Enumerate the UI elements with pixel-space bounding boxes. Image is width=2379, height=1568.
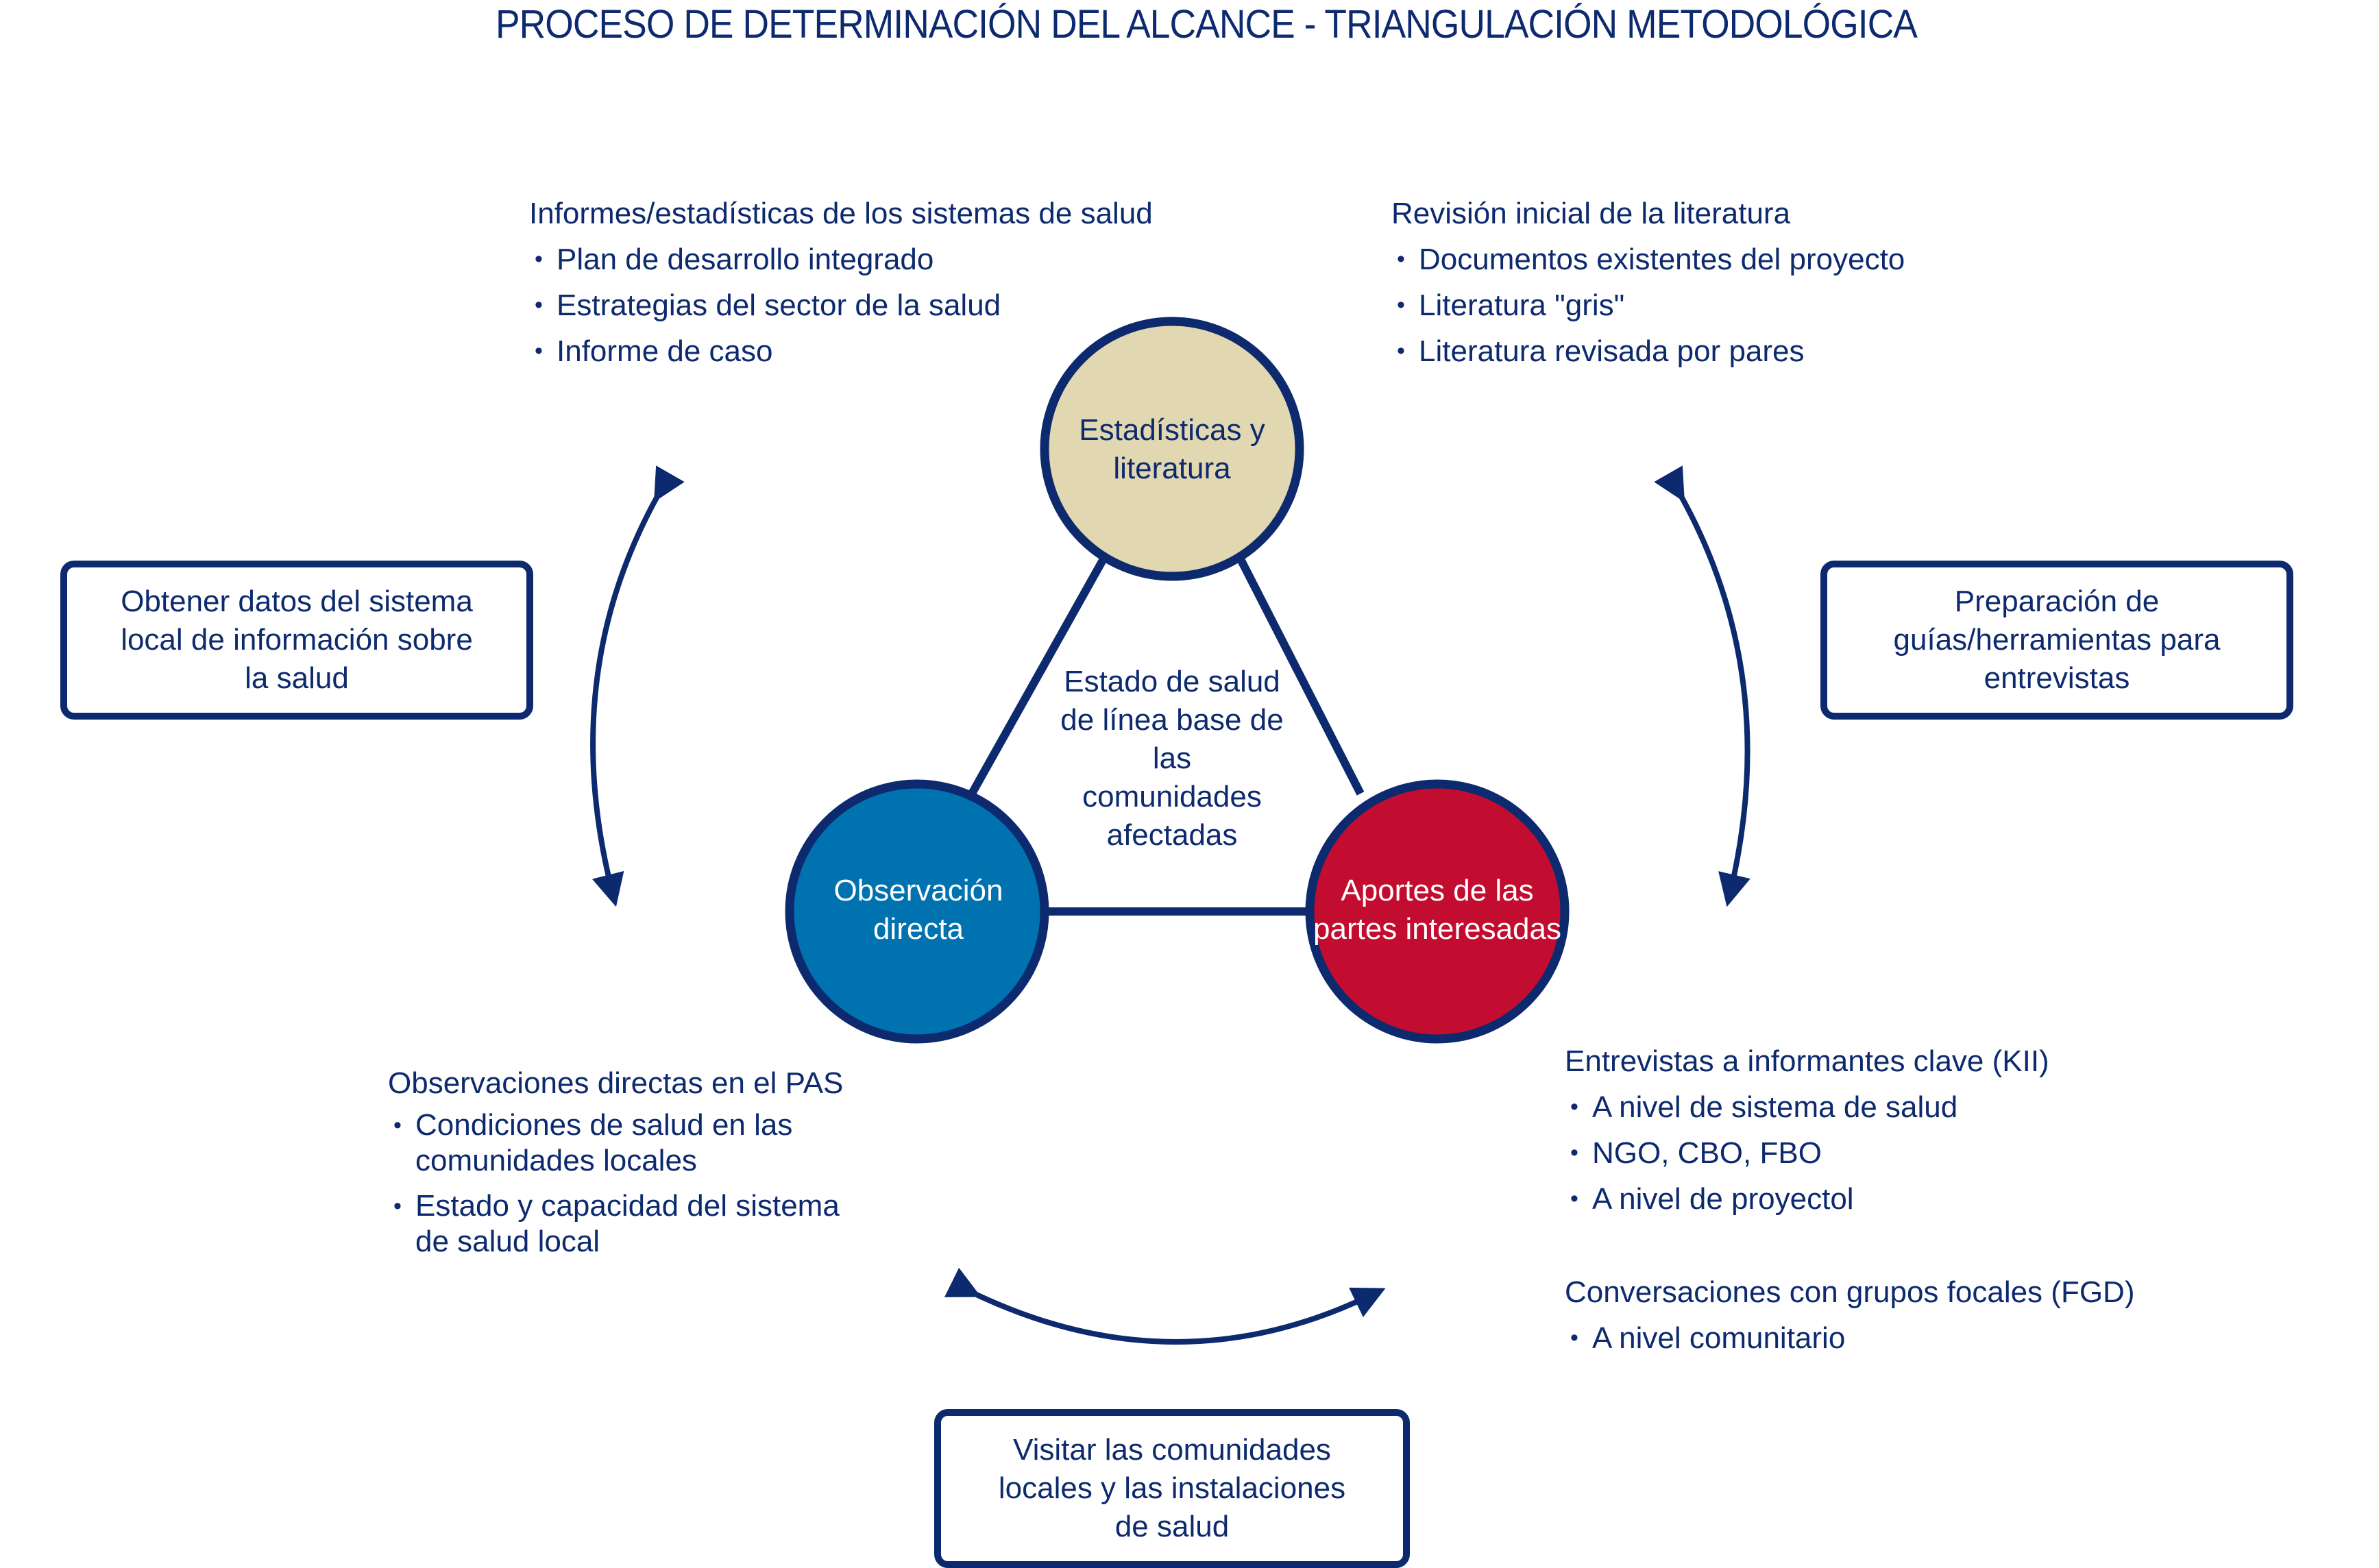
box-prepare-interview-guides: Preparación de guías/herramientas para e… (1820, 561, 2293, 720)
list-item: Plan de desarrollo integrado (529, 236, 1153, 282)
list-item: Estado y capacidad del sistema de salud … (388, 1188, 840, 1260)
circle-label-right: Aportes de las partes interesadas (1313, 874, 1561, 946)
diagram-title: PROCESO DE DETERMINACIÓN DEL ALCANCE - T… (496, 2, 1918, 47)
list-item: Documentos existentes del proyecto (1391, 236, 1905, 282)
list-item: Literatura "gris" (1391, 282, 1905, 328)
circle-direct-observation (785, 779, 1049, 1044)
list-item: Estrategias del sector de la salud (529, 282, 1153, 328)
list-item: A nivel de sistema de salud (1565, 1084, 2049, 1130)
circle-label-left: Observación directa (833, 874, 1003, 946)
block-focus-group-discussions: Conversaciones con grupos focales (FGD) … (1565, 1269, 2134, 1361)
center-outcome-text: Estado de salud de línea base de las com… (1060, 665, 1284, 852)
double-arrow-left-icon (590, 465, 685, 907)
double-arrow-right-icon (1654, 465, 1750, 907)
block-key-informant-interviews: Entrevistas a informantes clave (KII) A … (1565, 1038, 2049, 1222)
double-arrow-bottom-icon (944, 1267, 1386, 1345)
block-health-system-reports: Informes/estadísticas de los sistemas de… (529, 191, 1153, 374)
list-item: Condiciones de salud en las comunidades … (388, 1107, 840, 1179)
circle-statistics-literature (1040, 317, 1304, 581)
box-obtain-local-health-data: Obtener datos del sistema local de infor… (60, 561, 533, 720)
list-item: A nivel comunitario (1565, 1315, 2134, 1361)
list-item: Informe de caso (529, 328, 1153, 374)
list-item: Literatura revisada por pares (1391, 328, 1905, 374)
box-visit-communities: Visitar las comunidades locales y las in… (934, 1409, 1410, 1568)
list-item: A nivel de proyectol (1565, 1176, 2049, 1222)
edge-top-right (1235, 554, 1365, 796)
block-literature-review: Revisión inicial de la literatura Docume… (1391, 191, 1905, 374)
circle-label-top: Estadísticas y literatura (1079, 413, 1265, 485)
edge-top-left (968, 554, 1109, 796)
list-item: NGO, CBO, FBO (1565, 1130, 2049, 1176)
circle-stakeholder-input (1305, 779, 1570, 1044)
block-direct-observations: Observaciones directas en el PAS Condici… (388, 1060, 843, 1269)
